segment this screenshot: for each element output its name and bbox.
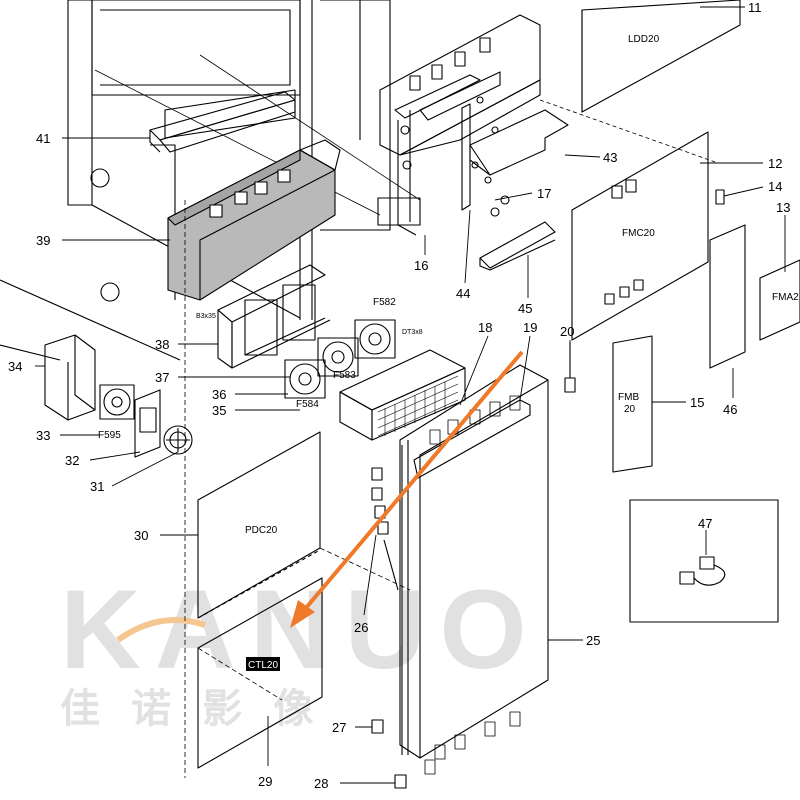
label-ctl20-bg [246, 657, 280, 671]
part-46-plate [709, 224, 746, 369]
callout-35: 35 [212, 403, 226, 418]
board-fma2 [759, 259, 800, 341]
callout-32: 32 [65, 453, 79, 468]
callout-29: 29 [258, 774, 272, 789]
part-38-fan-frame [217, 264, 331, 369]
label-ctl20: CTL20 [248, 660, 278, 671]
label-f595: F595 [98, 430, 121, 441]
part-34-cover [44, 334, 96, 421]
callout-16: 16 [414, 258, 428, 273]
part-27-connector [371, 719, 384, 734]
part-43-bracket [469, 109, 569, 176]
callout-38: 38 [155, 337, 169, 352]
part-41-bracket [149, 91, 296, 153]
label-f583: F583 [333, 370, 356, 381]
label-pdc20: PDC20 [245, 525, 278, 536]
label-fmb-num: 20 [624, 404, 636, 415]
callout-34: 34 [8, 359, 22, 374]
callout-26: 26 [354, 620, 368, 635]
label-fma2: FMA2 [772, 292, 799, 303]
part-45-bracket [479, 221, 556, 271]
callout-45: 45 [518, 301, 532, 316]
callout-30: 30 [134, 528, 148, 543]
callout-46: 46 [723, 402, 737, 417]
board-fmb20 [612, 335, 653, 473]
callout-12: 12 [768, 156, 782, 171]
label-fmc20: FMC20 [622, 228, 655, 239]
callout-43: 43 [603, 150, 617, 165]
fan-f583 [317, 337, 359, 377]
board-ldd20 [581, 0, 741, 113]
label-ldd20: LDD20 [628, 34, 660, 45]
label-fmb: FMB [618, 392, 639, 403]
callout-25: 25 [586, 633, 600, 648]
callout-41: 41 [36, 131, 50, 146]
callout-36: 36 [212, 387, 226, 402]
watermark: KANUO 佳 诺 影 像 [60, 567, 527, 731]
callout-20: 20 [560, 324, 574, 339]
callout-28: 28 [314, 776, 328, 791]
part-28-connector [394, 774, 407, 789]
label-b3x35: B3x35 [196, 313, 216, 320]
fan-f582 [354, 319, 396, 359]
callout-19: 19 [523, 320, 537, 335]
label-f584: F584 [296, 399, 319, 410]
callout-47: 47 [698, 516, 712, 531]
callout-13: 13 [776, 200, 790, 215]
part-14-spacer [715, 189, 725, 205]
callout-18: 18 [478, 320, 492, 335]
chassis-frame [0, 0, 421, 361]
callout-33: 33 [36, 428, 50, 443]
leader-lines [35, 6, 786, 784]
callout-44: 44 [456, 286, 470, 301]
callout-39: 39 [36, 233, 50, 248]
label-dt3x8: DT3x8 [402, 329, 423, 336]
part-32-fan-bracket [134, 389, 161, 458]
part-47-inset-box [629, 499, 779, 623]
upper-right-assembly [379, 14, 541, 236]
callout-15: 15 [690, 395, 704, 410]
screws [400, 96, 510, 217]
callout-14: 14 [768, 179, 782, 194]
fan-f584 [284, 359, 326, 399]
fan-f595 [99, 384, 135, 420]
label-f582: F582 [373, 297, 396, 308]
watermark-swoosh [116, 617, 206, 643]
callout-11: 11 [748, 0, 762, 15]
part-31-fan-guard [163, 425, 193, 455]
callout-37: 37 [155, 370, 169, 385]
watermark-cjk: 佳 诺 影 像 [60, 687, 323, 731]
callout-17: 17 [537, 186, 551, 201]
callout-27: 27 [332, 720, 346, 735]
board-fmc20 [571, 131, 709, 341]
board-ctl20 [197, 577, 323, 769]
highlight-arrow [290, 350, 524, 628]
part-35-filter-grille [339, 349, 466, 441]
part-39-power-unit [167, 139, 341, 301]
callout-31: 31 [90, 479, 104, 494]
